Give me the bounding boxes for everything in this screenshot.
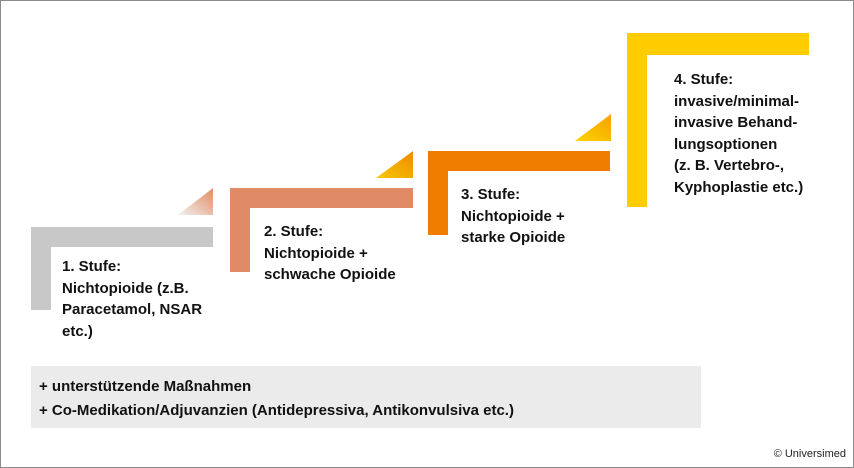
step-2-vertical-bar xyxy=(230,188,250,272)
step-4-horizontal-bar xyxy=(627,33,809,55)
adjuvant-measures-box xyxy=(31,366,701,428)
step-1-horizontal-bar xyxy=(31,227,213,247)
step-3-vertical-bar xyxy=(428,151,448,235)
step-1-vertical-bar xyxy=(31,227,51,310)
step-3-triangle xyxy=(575,114,611,141)
step-3-horizontal-bar xyxy=(428,151,610,171)
copyright-notice: © Universimed xyxy=(773,448,846,460)
step-4-vertical-bar xyxy=(627,33,647,207)
step-3-label: 3. Stufe: Nichtopioide + starke Opioide xyxy=(461,186,566,246)
note-co-medication: + Co-Medikation/Adjuvanzien (Antidepress… xyxy=(39,402,514,419)
step-1-label: 1. Stufe: Nichtopioide (z.B. Paracetamol… xyxy=(62,258,203,340)
step-2-horizontal-bar xyxy=(230,188,413,208)
step-2-label: 2. Stufe: Nichtopioide + schwache Opioid… xyxy=(264,223,396,283)
step-2-triangle xyxy=(376,151,413,178)
note-supportive-measures: + unterstützende Maßnahmen xyxy=(39,378,252,395)
step-1-triangle xyxy=(178,188,213,215)
step-4-label: 4. Stufe: invasive/minimal- invasive Beh… xyxy=(674,71,804,196)
